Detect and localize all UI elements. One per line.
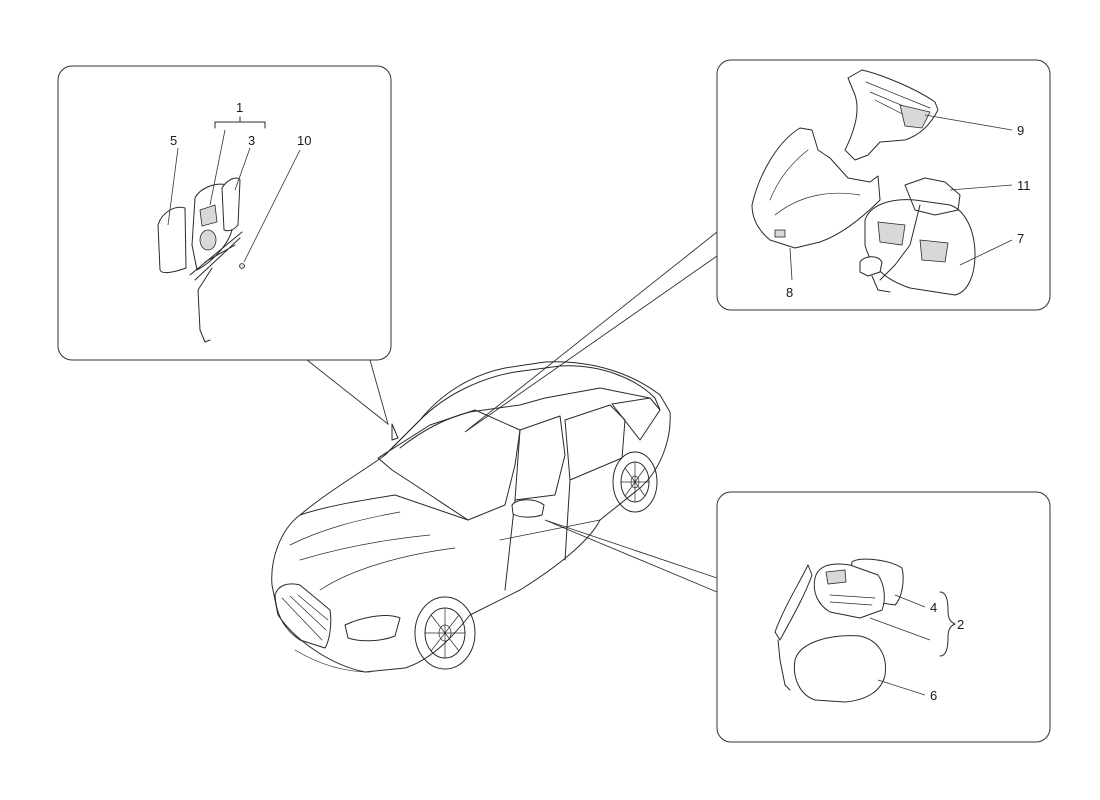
- interior-mirror-exploded-left: 1 5 3 10: [157, 100, 311, 343]
- mirror-arm-part: [189, 231, 243, 281]
- lower-cover-part: [751, 127, 881, 249]
- mirror-covers-exploded-top-right: 9 11 7 8: [751, 69, 1031, 300]
- side-mirror-cap-part: [793, 635, 887, 703]
- label-10: 10: [297, 133, 311, 148]
- detail-panel-bottom-right: [716, 491, 1051, 743]
- callout-pointer-left: [306, 359, 389, 426]
- car-illustration: [271, 361, 671, 673]
- label-8: 8: [786, 285, 793, 300]
- mirror-glass-part: [157, 206, 187, 274]
- mirror-screw-part: [239, 263, 245, 269]
- label-9: 9: [1017, 123, 1024, 138]
- label-4: 4: [930, 600, 937, 615]
- car-headlight: [344, 615, 401, 642]
- callout-pointer-bottom-right: [544, 519, 718, 593]
- label-6: 6: [930, 688, 937, 703]
- car-side-mirror: [511, 499, 545, 518]
- mirror-cover-part: [221, 177, 241, 232]
- car-front-wheel: [414, 596, 476, 670]
- upper-cover-part: [844, 69, 939, 161]
- label-2: 2: [957, 617, 964, 632]
- car-rear-wheel: [612, 451, 658, 513]
- label-7: 7: [1017, 231, 1024, 246]
- label-3: 3: [248, 133, 255, 148]
- callout-pointer-top-right: [464, 231, 718, 433]
- label-11: 11: [1017, 178, 1031, 193]
- car-grille: [274, 583, 332, 649]
- label-1: 1: [236, 100, 243, 115]
- label-5: 5: [170, 133, 177, 148]
- side-mirror-exploded-bottom-right: 4 2 6: [774, 558, 964, 703]
